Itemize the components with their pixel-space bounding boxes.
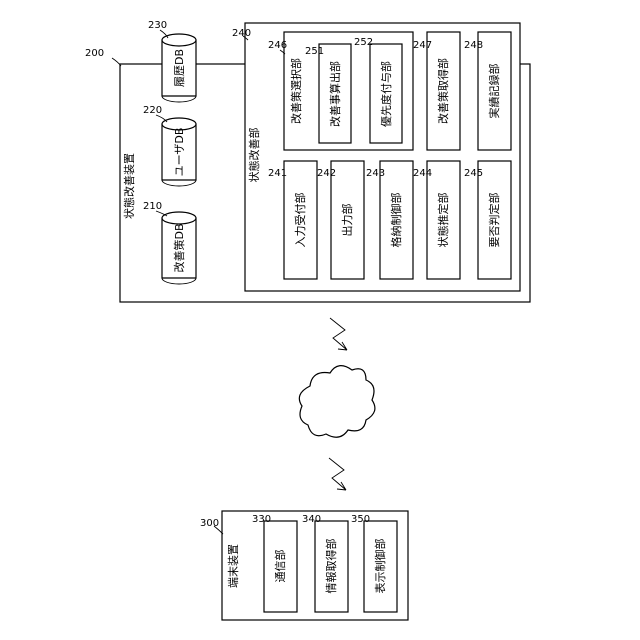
device-leader	[112, 58, 121, 66]
recorder-label: 実績記録部	[487, 64, 501, 119]
cloud-icon	[299, 366, 375, 438]
module-judge-ref: 245	[464, 168, 483, 179]
terminal-label: 端末装置	[226, 544, 240, 588]
terminal-info-label: 情報取得部	[324, 539, 338, 594]
module-estimate-ref: 244	[413, 168, 432, 179]
module-judge-label: 要否判定部	[487, 193, 501, 248]
db-history-ref: 230	[148, 20, 167, 31]
unit-ref: 240	[232, 28, 251, 39]
recorder-ref: 248	[464, 40, 483, 51]
terminal-info-ref: 340	[302, 514, 321, 525]
selector-box: 246 改善策選択部 改善事算出部 251 優先度付与部 252	[268, 32, 413, 150]
terminal-comm-label: 通信部	[273, 550, 287, 583]
terminal-group: 300 端末装置 通信部 330 情報取得部 340 表示制御部 350	[200, 511, 408, 620]
db-improvement-label: 改善策DB	[172, 223, 186, 272]
module-estimate-label: 状態推定部	[436, 193, 450, 248]
terminal-display-ref: 350	[351, 514, 370, 525]
db-user-label: ユーザDB	[173, 128, 186, 177]
acquirer-ref: 247	[413, 40, 432, 51]
lightning-top-icon	[330, 318, 347, 350]
terminal-comm-ref: 330	[252, 514, 271, 525]
module-output-ref: 242	[317, 168, 336, 179]
selector-label: 改善策選択部	[289, 58, 303, 124]
module-input-label: 入力受付部	[293, 193, 307, 248]
priority-label: 優先度付与部	[379, 61, 393, 127]
acquirer-label: 改善策取得部	[436, 58, 450, 124]
calc-ref: 251	[305, 46, 324, 57]
module-storage-label: 格納制御部	[389, 193, 403, 248]
unit-group: 240 状態改善部 246 改善策選択部 改善事算出部 251 優先度付与部 2…	[232, 23, 520, 291]
module-storage-ref: 243	[366, 168, 385, 179]
calc-label: 改善事算出部	[328, 61, 342, 127]
terminal-display-label: 表示制御部	[373, 539, 387, 594]
module-input-ref: 241	[268, 168, 287, 179]
device-ref: 200	[85, 48, 104, 59]
device-group: 200 状態改善装置 履歴DB 230 ユーザDB 220 改善策DB 210	[85, 20, 530, 302]
lightning-bottom-icon	[329, 458, 346, 490]
db-history-label: 履歴DB	[173, 49, 186, 87]
selector-ref: 246	[268, 40, 287, 51]
db-improvement-ref: 210	[143, 201, 162, 212]
priority-ref: 252	[354, 37, 373, 48]
module-output-label: 出力部	[340, 204, 354, 237]
db-user-ref: 220	[143, 105, 162, 116]
unit-label: 状態改善部	[247, 128, 261, 183]
device-label: 状態改善装置	[122, 153, 136, 219]
